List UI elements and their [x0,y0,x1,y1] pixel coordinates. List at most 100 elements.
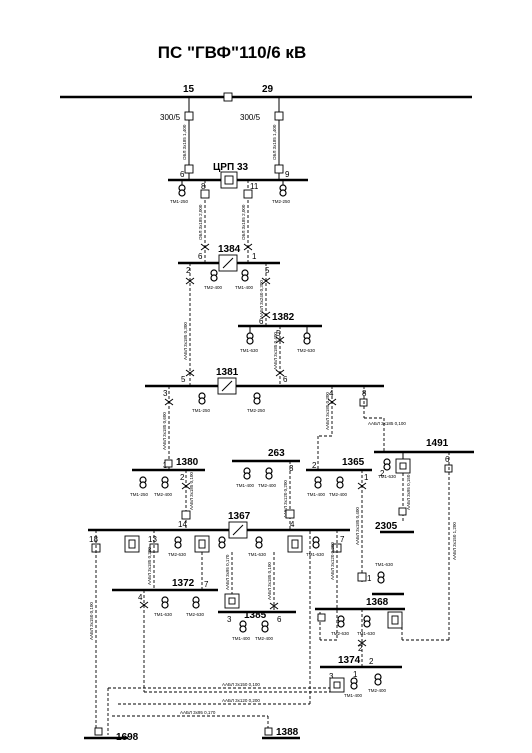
cable-label: ААБЛ 3х185 0,300 [325,392,330,430]
disconnector-icon[interactable] [275,336,285,344]
disconnector-icon[interactable] [275,369,285,377]
cell-switch-inner [399,462,407,470]
cell-switch[interactable] [243,189,253,199]
cell-number: 3 [227,615,232,624]
cell-switch[interactable] [264,727,273,736]
cell-switch[interactable] [274,164,284,174]
disconnector-icon[interactable] [200,243,210,251]
cable-label: ААБЛ 3х185 0,300 [183,322,188,360]
cell-number: 6 [277,615,282,624]
cable-label: ААБЛ 3х185 0,100 [368,421,406,426]
transformer-label: ТМ2-400 [258,483,277,488]
disconnector-icon[interactable] [261,311,271,319]
cell-number: 2 [380,469,385,478]
cable-label: ОБЛ 3х185 1,400 [272,124,277,160]
cable-label: ААБЛ 3х185 0,400 [355,507,360,545]
disconnector-icon[interactable] [243,243,253,251]
transformer-icon [279,184,287,197]
ct-ratio-right: 300/5 [240,113,261,122]
transformer-label: ТМ2-400 [368,688,387,693]
node-label-crp33: ЦРП 33 [213,162,249,173]
node-label-1374: 1374 [338,655,361,666]
transformer-label: ТМ1-250 [170,199,189,204]
transformer-label: ТМ1-400 [235,285,254,290]
cable-label: ААБЛ 3х185 0,200 [147,547,152,585]
transformer-icon [374,673,382,686]
transformer-icon [161,596,169,609]
cell-switch[interactable] [317,613,326,622]
transformer-icon [265,467,273,480]
cable-label: ААБЛ 3х120 0,200 [222,698,260,703]
cell-switch[interactable] [285,509,295,519]
diagram-title: ПС "ГВФ"110/6 кВ [158,43,306,62]
transformer-label: ТМ1-250 [130,492,149,497]
cell-number: 3 [289,464,294,473]
transformer-icon [383,458,391,471]
ct-left[interactable] [184,111,194,121]
cable-label: ААБЛ 3х240 0,300 [259,280,264,318]
cell-switch[interactable] [444,464,453,473]
cell-number: 2 [358,644,363,653]
transformer-label: ТМ1-400 [307,492,326,497]
transformer-icon [261,620,269,633]
node-label-1388: 1388 [276,727,299,738]
cell-number: 2 [186,266,191,275]
cell-switch[interactable] [357,572,367,582]
transformer-icon [363,615,371,628]
cell-number: 8 [362,389,367,398]
transformer-icon [239,620,247,633]
cell-number: 3 [329,672,334,681]
transformer-label: ТМ2-400 [154,492,173,497]
transformer-icon [139,476,147,489]
cell-number: 2 [369,657,374,666]
cell-switch[interactable] [359,398,368,407]
main-bus-cell-right: 29 [262,84,274,95]
cell-number: 11 [250,182,259,191]
cell-switch[interactable] [184,164,194,174]
cell-number: 13 [148,535,157,544]
transformer-icon [336,476,344,489]
transformer-label: ТМ1-400 [232,636,251,641]
node-label-1380: 1380 [176,457,199,468]
transformer-label: ТМ2-630 [297,348,316,353]
cell-number: 1 [353,670,358,679]
cell-switch-inner [198,539,206,549]
cell-number: 1 [364,473,369,482]
node-label-1382: 1382 [272,312,295,323]
transformer-icon [192,596,200,609]
node-label-1367: 1367 [228,511,251,522]
transformer-label: ТМ1-630 [154,612,173,617]
transformer-label: ТМ1-630 [240,348,259,353]
cell-number: 8 [201,182,206,191]
transformer-label: ТМ1-630 [248,552,267,557]
transformer-label: ТМ1-630 [375,562,394,567]
transformer-icon [314,476,322,489]
cell-number: 1 [252,252,257,261]
transformer-label: ТМ2-250 [247,408,266,413]
cell-number: 3 [163,389,168,398]
cable-label: ОБЛ 3х185 1,400 [182,124,187,160]
disconnector-icon[interactable] [269,602,279,610]
main-bus-sectionalizer[interactable] [223,92,233,102]
cell-switch[interactable] [94,727,103,736]
cell-switch-inner [228,597,236,605]
transformer-label: ТМ2-630 [168,552,187,557]
transformer-label: ТМ1-250 [192,408,211,413]
cable-label: ОБЛ 3х185 2,000 [198,204,203,240]
cell-number: 7 [340,535,345,544]
cable-label: ААБЛ 3х150 0,100 [222,682,260,687]
cell-number: 9 [285,170,290,179]
cell-switch-inner [333,681,341,689]
node-label-1381: 1381 [216,367,239,378]
disconnector-icon[interactable] [357,639,367,647]
cable-label: ААБЛ 3х185 0,600 [162,412,167,450]
disconnector-icon[interactable] [185,369,195,377]
cell-switch[interactable] [164,459,173,468]
cell-switch[interactable] [181,510,191,520]
cell-number: 18 [89,535,98,544]
cell-switch[interactable] [398,507,407,516]
ct-right[interactable] [274,111,284,121]
cell-switch[interactable] [200,189,210,199]
transformer-icon [312,536,320,549]
cell-number: 6 [259,317,264,326]
